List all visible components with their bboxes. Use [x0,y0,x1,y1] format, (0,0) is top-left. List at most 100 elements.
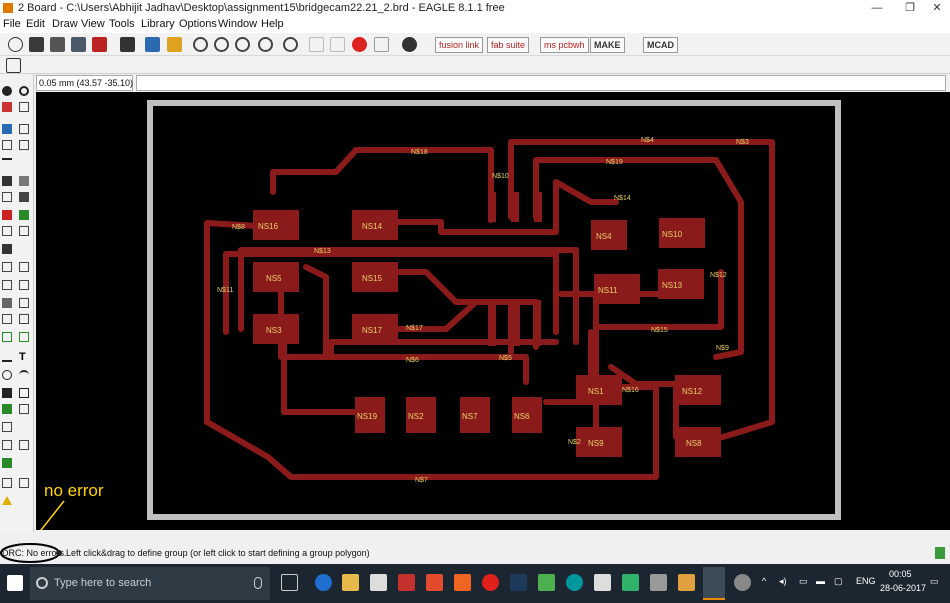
value-icon[interactable] [19,226,29,236]
app-gray-icon[interactable] [734,574,751,591]
wrench-icon[interactable] [19,192,29,202]
route-icon[interactable] [2,332,12,342]
network-icon[interactable]: ▭ [799,576,808,586]
show-icon[interactable] [19,86,29,96]
mirror-icon[interactable] [2,192,12,202]
minimize-button[interactable]: — [871,2,883,14]
name-icon[interactable] [2,226,12,236]
volume-icon[interactable]: ◂) [779,576,787,586]
meander-icon[interactable] [2,314,12,324]
attribute-icon[interactable] [2,440,12,450]
drc-status[interactable]: DRC: No errors. [2,548,67,558]
stop-icon[interactable] [352,37,367,52]
smash-icon[interactable] [2,262,12,272]
photos-icon[interactable] [594,574,611,591]
text-icon[interactable]: T [19,351,26,363]
drc-icon[interactable] [19,478,29,488]
photoshop-icon[interactable] [510,574,527,591]
zoom-fit-icon[interactable] [193,37,208,52]
action-center-icon[interactable]: ▭ [930,576,939,586]
replace-icon[interactable] [19,280,29,290]
move-icon[interactable] [19,124,29,134]
change-icon[interactable] [19,262,29,272]
clock-time[interactable]: 00:05 [889,569,912,579]
select-group-icon[interactable] [2,124,12,134]
command-input[interactable] [136,75,946,91]
make-button[interactable]: MAKE [590,37,625,53]
menu-view[interactable]: View [81,18,105,30]
close-button[interactable]: ✕ [932,2,942,14]
file-explorer-icon[interactable] [342,574,359,591]
fusion-link-button[interactable]: fusion link [435,37,484,53]
board-switch-icon[interactable] [120,37,135,52]
split-icon[interactable] [2,140,12,150]
zoom-redraw-icon[interactable] [258,37,273,52]
script-icon[interactable] [145,37,160,52]
app-orange-icon[interactable] [454,574,471,591]
maximize-button[interactable]: ❐ [905,2,915,14]
swap-icon[interactable] [2,280,12,290]
app-teal-icon[interactable] [622,574,639,591]
pcbwh-button[interactable]: ms pcbwh [540,37,589,53]
board-canvas[interactable]: NS16 NS14 NS4 NS10 NS5 NS15 NS11 NS13 NS… [29,92,950,545]
rotate-icon[interactable] [19,140,29,150]
split-trace-icon[interactable] [19,314,29,324]
lightning-icon[interactable] [935,547,945,559]
zoom-select-icon[interactable] [283,37,298,52]
save-icon[interactable] [29,37,44,52]
autorouter-icon[interactable] [2,458,12,468]
display-layers-icon[interactable] [2,102,12,112]
menu-window[interactable]: Window [218,18,258,30]
app-mail-icon[interactable] [426,574,443,591]
cam-icon[interactable] [71,37,86,52]
menu-options[interactable]: Options [179,18,217,30]
mark-icon[interactable] [19,102,29,112]
paste-icon[interactable] [19,176,29,186]
polygon-icon[interactable] [19,388,29,398]
mcad-button[interactable]: MCAD [643,37,678,53]
open-icon[interactable] [8,37,23,52]
notification-icon[interactable]: ▢ [834,576,843,586]
language-indicator[interactable]: ENG [856,576,876,586]
signal-icon[interactable] [19,404,29,414]
copy-icon[interactable] [2,176,12,186]
zoom-in-icon[interactable] [214,37,229,52]
microphone-icon[interactable] [254,577,262,589]
help-icon[interactable] [402,37,417,52]
print-icon[interactable] [50,37,65,52]
miter-icon[interactable] [2,298,12,308]
run-ulp-icon[interactable] [167,37,182,52]
info-icon[interactable] [2,86,12,96]
delete-icon[interactable] [2,210,12,220]
dimension-icon[interactable] [2,422,12,432]
tray-chevron-icon[interactable]: ^ [762,576,767,586]
layer-icon[interactable] [2,158,12,168]
undo-icon[interactable] [309,37,324,52]
store-icon[interactable] [370,574,387,591]
app-green-icon[interactable] [538,574,555,591]
redo-icon[interactable] [330,37,345,52]
ripup-icon[interactable] [19,332,29,342]
menu-edit[interactable]: Edit [26,18,45,30]
zoom-out-icon[interactable] [235,37,250,52]
eagle-task-button[interactable] [703,567,725,600]
ratsnest-icon[interactable] [19,440,29,450]
via-icon[interactable] [2,404,12,414]
errors-warning-icon[interactable] [2,496,12,505]
menu-draw[interactable]: Draw [52,18,78,30]
lock-icon[interactable] [2,244,12,254]
start-windows-icon[interactable] [7,575,23,591]
arduino-icon[interactable] [566,574,583,591]
taskbar-search[interactable]: Type here to search [30,567,270,600]
menu-tools[interactable]: Tools [109,18,135,30]
menu-help[interactable]: Help [261,18,284,30]
menu-library[interactable]: Library [141,18,175,30]
edge-icon[interactable] [315,574,332,591]
app-red-icon[interactable] [398,574,415,591]
opera-icon[interactable] [482,574,499,591]
pdf-icon[interactable] [92,37,107,52]
erc-icon[interactable] [2,478,12,488]
arc-icon[interactable] [19,370,29,380]
go-icon[interactable] [374,37,389,52]
rectangle-icon[interactable] [2,388,12,398]
